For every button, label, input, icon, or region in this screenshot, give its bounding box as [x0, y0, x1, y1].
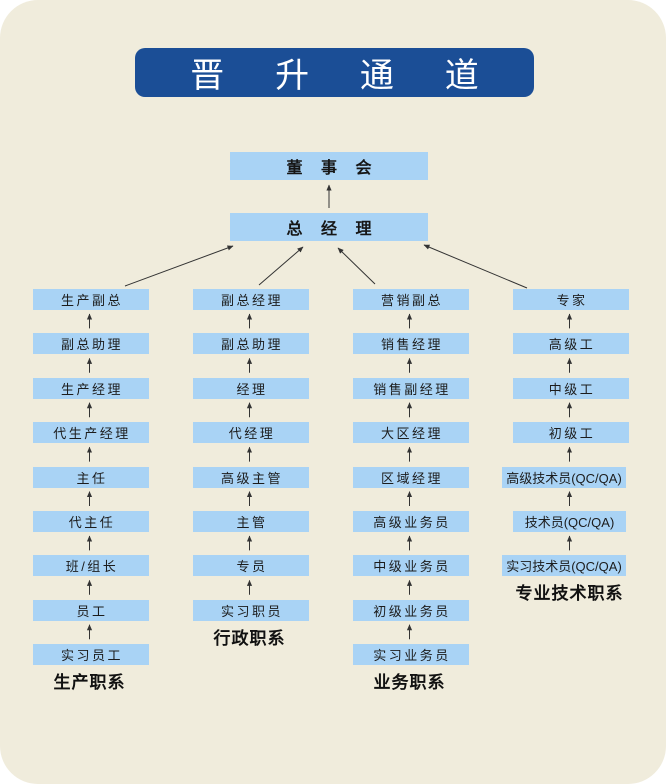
org-box: 实习职员 — [193, 600, 309, 621]
org-box: 代生产经理 — [33, 422, 149, 443]
org-box: 高级技术员(QC/QA) — [502, 467, 626, 488]
column-label: 专业技术职系 — [515, 584, 624, 603]
org-box: 高级业务员 — [353, 511, 469, 532]
gm-label: 总 经 理 — [286, 221, 379, 238]
org-box: 副总助理 — [33, 333, 149, 354]
org-box: 销售经理 — [353, 333, 469, 354]
gm-box: 总 经 理 — [230, 213, 428, 241]
org-box: 大区经理 — [353, 422, 469, 443]
org-box: 生产经理 — [33, 378, 149, 399]
org-box: 主任 — [33, 467, 149, 488]
org-box: 区域经理 — [353, 467, 469, 488]
title-banner: 晋 升 通 道 — [135, 48, 534, 97]
promotion-arrow — [258, 246, 304, 286]
org-box: 实习技术员(QC/QA) — [502, 555, 626, 576]
org-box: 高级工 — [513, 333, 629, 354]
promotion-arrow — [124, 245, 234, 287]
column-label: 生产职系 — [53, 673, 126, 692]
org-box: 经理 — [193, 378, 309, 399]
org-box: 专家 — [513, 289, 629, 310]
org-box: 代经理 — [193, 422, 309, 443]
org-box: 生产副总 — [33, 289, 149, 310]
board-label: 董 事 会 — [286, 160, 379, 177]
org-box: 初级业务员 — [353, 600, 469, 621]
org-box: 初级工 — [513, 422, 629, 443]
org-box: 副总助理 — [193, 333, 309, 354]
org-box: 副总经理 — [193, 289, 309, 310]
column-label: 行政职系 — [213, 629, 286, 648]
org-box: 员工 — [33, 600, 149, 621]
board-box: 董 事 会 — [230, 152, 428, 180]
org-box: 中级工 — [513, 378, 629, 399]
org-box: 代主任 — [33, 511, 149, 532]
column-label: 业务职系 — [373, 673, 446, 692]
org-box: 实习业务员 — [353, 644, 469, 665]
promotion-arrow — [423, 244, 528, 289]
org-box: 技术员(QC/QA) — [513, 511, 626, 532]
org-box: 主管 — [193, 511, 309, 532]
org-box: 销售副经理 — [353, 378, 469, 399]
promotion-arrow — [337, 247, 376, 285]
org-box: 营销副总 — [353, 289, 469, 310]
org-box: 班/组长 — [33, 555, 149, 576]
org-box: 实习员工 — [33, 644, 149, 665]
org-box: 专员 — [193, 555, 309, 576]
title-text: 晋 升 通 道 — [190, 56, 499, 96]
org-box: 中级业务员 — [353, 555, 469, 576]
org-box: 高级主管 — [193, 467, 309, 488]
